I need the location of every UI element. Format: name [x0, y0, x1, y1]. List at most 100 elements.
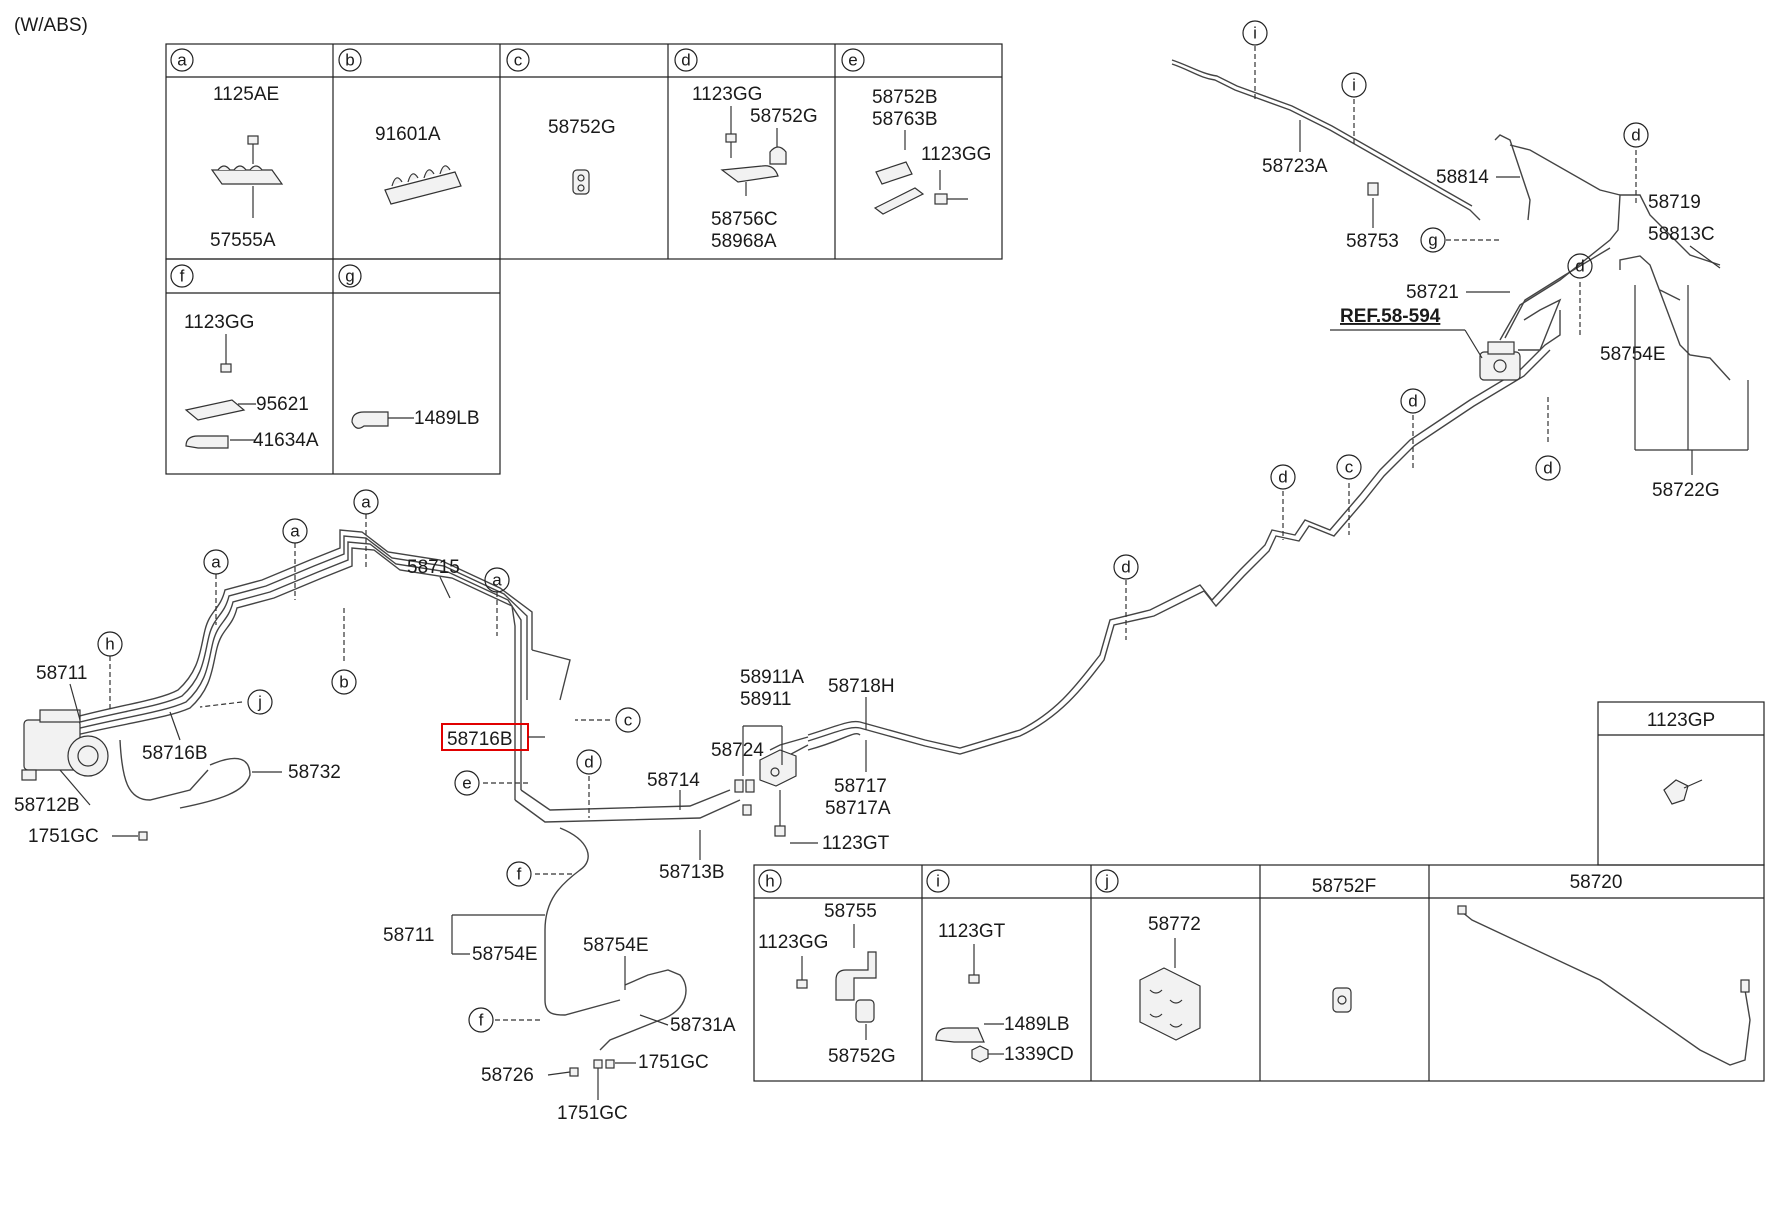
callout-a[interactable]: a [484, 567, 510, 593]
svg-text:d: d [1575, 257, 1584, 276]
callout-d[interactable]: d [1400, 388, 1426, 414]
svg-text:b: b [339, 673, 348, 692]
legend-key-g: g [338, 264, 362, 288]
part-58755: 58755 [824, 901, 877, 922]
grommet-icon [1139, 967, 1201, 1041]
brake-pipe-icon [1461, 911, 1751, 1066]
part-1751GC: 1751GC [28, 826, 99, 847]
svg-text:a: a [211, 553, 221, 572]
callout-b[interactable]: b [331, 669, 357, 695]
callout-i[interactable]: i [1242, 20, 1268, 46]
part-1339CD: 1339CD [1004, 1044, 1074, 1065]
legend-key-i: i [926, 869, 950, 893]
clip-icon [210, 165, 284, 185]
part-58772: 58772 [1148, 914, 1201, 935]
bolt-icon [247, 135, 259, 164]
part-58714: 58714 [647, 770, 700, 791]
bracket [759, 749, 797, 837]
callout-a[interactable]: a [353, 489, 379, 515]
part-58754E: 58754E [1600, 344, 1666, 365]
part-1489LB: 1489LB [1004, 1014, 1070, 1035]
callout-d[interactable]: d [1113, 554, 1139, 580]
svg-text:a: a [361, 493, 371, 512]
part-1123GG: 1123GG [184, 312, 254, 333]
part-58732: 58732 [288, 762, 341, 783]
ref-58-594[interactable]: REF.58-594 [1340, 306, 1441, 327]
part-1751GC: 1751GC [557, 1103, 628, 1124]
svg-text:d: d [1278, 468, 1287, 487]
part-1123GG: 1123GG [921, 144, 991, 165]
part-58814: 58814 [1436, 167, 1489, 188]
part-1123GT: 1123GT [822, 833, 890, 854]
abs-modulator [21, 709, 109, 781]
part-58756C: 58756C [711, 209, 778, 230]
svg-text:d: d [681, 51, 690, 70]
part-91601A: 91601A [375, 124, 441, 145]
part-58715: 58715 [407, 557, 460, 578]
legend-key-c: c [506, 48, 530, 72]
clip-icon [769, 146, 787, 165]
clip-icon [935, 1027, 985, 1043]
svg-text:a: a [290, 522, 300, 541]
callout-f[interactable]: f [468, 1007, 494, 1033]
part-58718H: 58718H [828, 676, 895, 697]
bolt-icon [1663, 779, 1703, 805]
legend-key-b: b [338, 48, 362, 72]
callout-d[interactable]: d [1270, 464, 1296, 490]
part-58716B-highlighted[interactable]: 58716B [447, 729, 513, 750]
part-58754E: 58754E [583, 935, 649, 956]
svg-text:d: d [1121, 558, 1130, 577]
svg-text:j: j [1104, 872, 1109, 891]
bracket-icon [184, 399, 246, 421]
rear-brake-lines [759, 59, 1731, 771]
part-95621: 95621 [256, 394, 309, 415]
svg-text:d: d [1408, 392, 1417, 411]
clip-icon [351, 411, 389, 429]
callout-a[interactable]: a [282, 518, 308, 544]
svg-text:f: f [180, 267, 185, 286]
part-58717A: 58717A [825, 798, 891, 819]
part-58711: 58711 [36, 663, 87, 684]
proportioning-valve [1479, 341, 1521, 381]
part-58752G: 58752G [828, 1046, 896, 1067]
bracket-icon [720, 165, 779, 183]
part-57555A: 57555A [210, 230, 276, 251]
part-58724: 58724 [711, 740, 764, 761]
callout-g[interactable]: g [1420, 227, 1446, 253]
part-58721: 58721 [1406, 282, 1459, 303]
callout-h[interactable]: h [97, 631, 123, 657]
svg-text:g: g [1428, 231, 1437, 250]
part-58711: 58711 [383, 925, 434, 946]
callout-a[interactable]: a [203, 549, 229, 575]
svg-text:d: d [1631, 126, 1640, 145]
part-1123GG: 1123GG [692, 84, 762, 105]
svg-text:f: f [479, 1011, 484, 1030]
part-58754E: 58754E [472, 944, 538, 965]
legend-key-f: f [170, 264, 194, 288]
callout-d[interactable]: d [1535, 455, 1561, 481]
callout-d[interactable]: d [1567, 253, 1593, 279]
callouts: a a a a b h j c d e f f i i g d d d d c … [97, 20, 1649, 1033]
callout-c[interactable]: c [615, 707, 641, 733]
svg-text:j: j [257, 693, 262, 712]
callout-c[interactable]: c [1336, 454, 1362, 480]
callout-d[interactable]: d [1623, 122, 1649, 148]
bracket-icon [835, 951, 877, 1001]
svg-text:i: i [936, 872, 940, 891]
callout-d[interactable]: d [576, 749, 602, 775]
svg-text:i: i [1352, 76, 1356, 95]
svg-text:i: i [1253, 24, 1257, 43]
callout-e[interactable]: e [454, 770, 480, 796]
callout-f[interactable]: f [506, 861, 532, 887]
callout-i[interactable]: i [1341, 72, 1367, 98]
svg-text:f: f [517, 865, 522, 884]
part-58713B: 58713B [659, 862, 725, 883]
clip-icon [875, 161, 913, 185]
svg-text:d: d [584, 753, 593, 772]
legend-key-j: j [1095, 869, 1119, 893]
callout-j[interactable]: j [247, 689, 273, 715]
legend-key-h: h [758, 869, 782, 893]
bolt-icon [934, 193, 968, 205]
part-41634A: 41634A [253, 430, 319, 451]
